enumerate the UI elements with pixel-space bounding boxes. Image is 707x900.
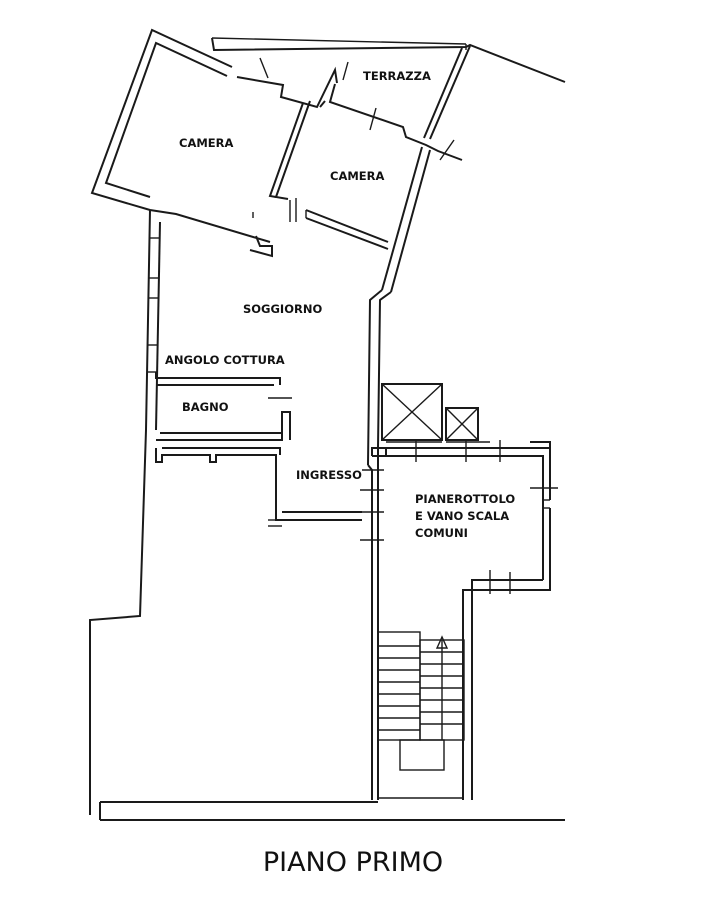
room-label-camera-1: CAMERA (179, 136, 233, 150)
room-label-angolo-cottura: ANGOLO COTTURA (165, 353, 285, 367)
room-label-terrazza: TERRAZZA (363, 69, 431, 83)
room-label-ingresso: INGRESSO (296, 468, 362, 482)
room-label-pianerottolo-line-3: COMUNI (415, 526, 468, 540)
staircase (377, 631, 465, 799)
floor-title: PIANO PRIMO (263, 847, 443, 878)
stair-arrow-icon (435, 635, 449, 649)
room-label-bagno: BAGNO (182, 400, 229, 414)
main-walls (89, 209, 565, 821)
landing-walls (360, 383, 558, 800)
room-label-pianerottolo-line-2: E VANO SCALA (415, 509, 509, 523)
room-label-soggiorno: SOGGIORNO (243, 302, 322, 316)
room-label-pianerottolo-line-1: PIANEROTTOLO (415, 492, 515, 506)
upper-wing-walls (90, 28, 566, 293)
room-label-camera-2: CAMERA (330, 169, 384, 183)
